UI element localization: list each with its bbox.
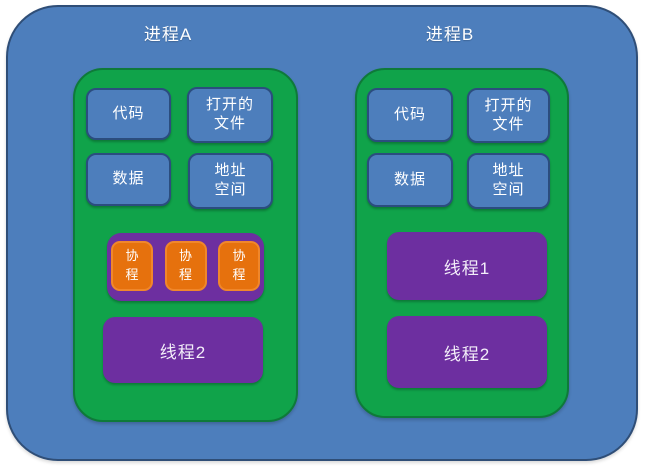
coroutine-box: 协 程	[111, 241, 153, 291]
process-b-resource-open-files: 打开的 文件	[467, 88, 550, 143]
process-a-resource-address-space: 地址 空间	[188, 153, 273, 209]
process-b-resource-data: 数据	[367, 153, 453, 207]
coroutine-box: 协 程	[218, 241, 260, 291]
process-a-resource-code: 代码	[86, 88, 171, 140]
coroutine-box: 协 程	[164, 241, 207, 291]
process-a-resource-data: 数据	[86, 153, 171, 206]
process-b-resource-address-space: 地址 空间	[467, 153, 550, 209]
process-a-resource-open-files: 打开的 文件	[187, 87, 273, 143]
process-a-thread-2: 线程2	[103, 317, 263, 383]
process-a-title: 进程A	[143, 25, 193, 44]
process-b-thread-2: 线程2	[387, 316, 547, 388]
process-b-resource-code: 代码	[367, 88, 453, 142]
process-b-title: 进程B	[425, 25, 475, 44]
process-b-thread-1: 线程1	[387, 232, 547, 300]
process-a-coroutine-group: 协 程 协 程 协 程	[107, 233, 264, 301]
